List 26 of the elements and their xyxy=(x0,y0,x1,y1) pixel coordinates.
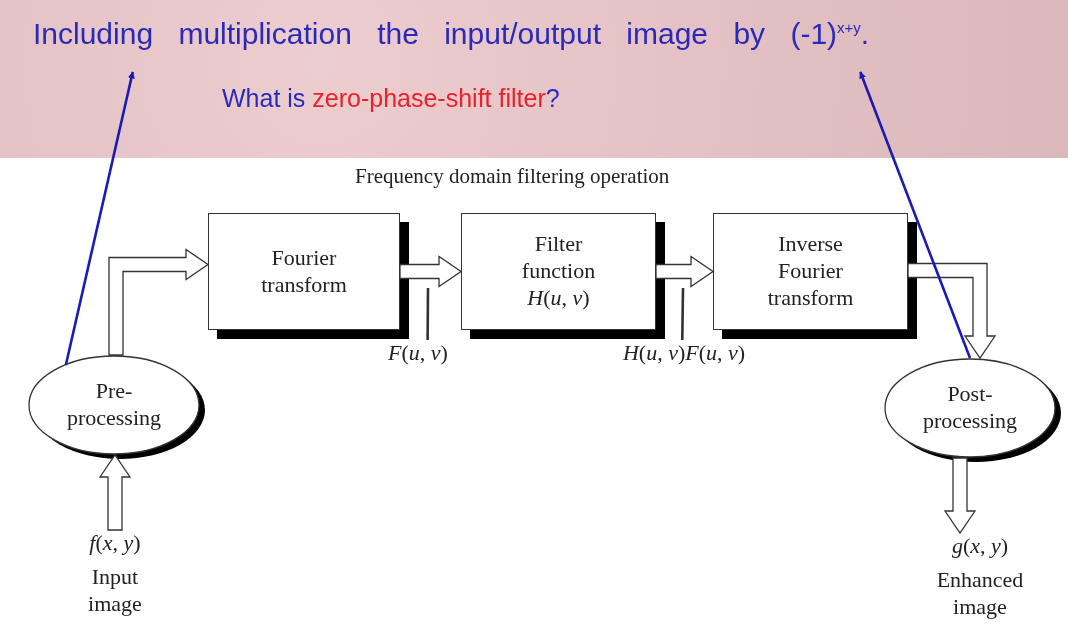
box-label: Filter function H(u, v) xyxy=(520,231,597,312)
block-arrow xyxy=(98,453,132,531)
signal-label: g(x, y) xyxy=(951,533,1009,560)
block-arrow xyxy=(943,457,977,535)
block-arrow xyxy=(655,255,715,288)
block-arrow xyxy=(907,262,997,360)
question-text: What is zero-phase-shift filter? xyxy=(222,84,560,113)
block-arrow xyxy=(108,248,210,356)
process-ellipse xyxy=(28,355,208,461)
signal-label: H(u, v)F(u, v) xyxy=(622,340,746,367)
signal-label: F(u, v) xyxy=(388,340,448,367)
caption-text: Enhanced image xyxy=(935,567,1025,621)
caption-text: Input image xyxy=(87,564,143,618)
ellipse-label: Post- processing xyxy=(921,381,1019,435)
ellipse-label: Pre- processing xyxy=(65,378,163,432)
arrow xyxy=(64,71,135,366)
box-label: Fourier transform xyxy=(260,244,348,299)
signal-label: f(x, y) xyxy=(89,530,141,557)
process-ellipse xyxy=(884,358,1064,464)
box-label: Inverse Fourier transform xyxy=(766,231,855,312)
leader-line xyxy=(426,288,430,340)
leader-line xyxy=(681,288,685,340)
annotation-text: Including multiplication the input/output image by (-1)$^{x+y}$. xyxy=(33,16,893,72)
arrow xyxy=(859,71,972,359)
block-arrow xyxy=(399,255,463,288)
operation-label: Frequency domain filtering operation xyxy=(355,164,670,189)
